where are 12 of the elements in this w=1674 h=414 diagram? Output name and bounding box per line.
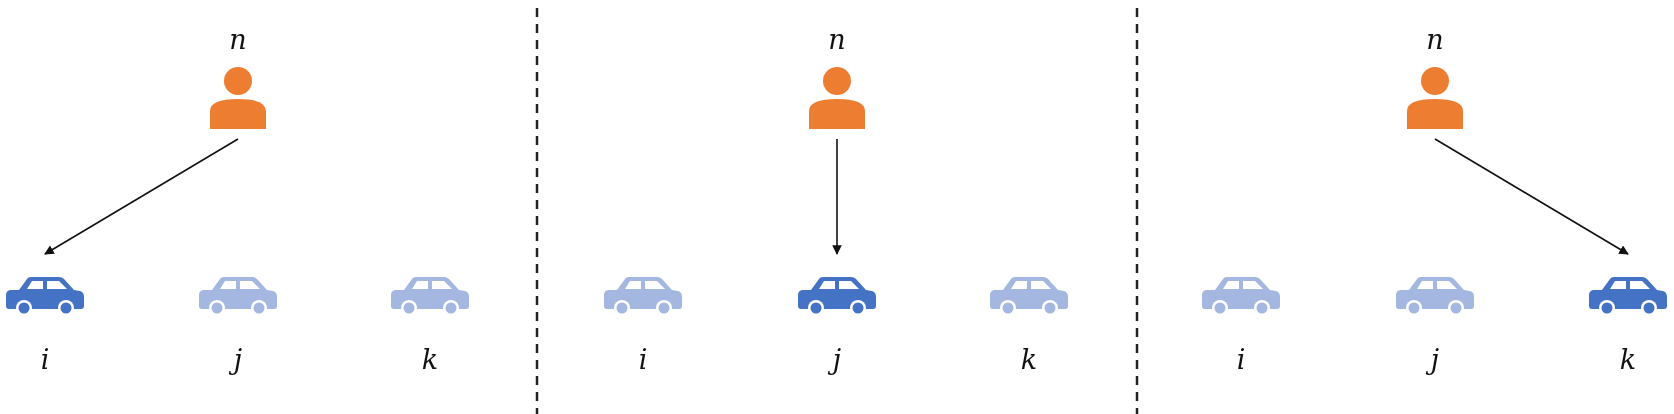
variable-label: n xyxy=(828,26,846,53)
variable-label: n xyxy=(229,26,247,53)
variable-label: i xyxy=(40,346,50,373)
variable-label: k xyxy=(1619,346,1637,373)
variable-label: i xyxy=(638,346,648,373)
variable-label: i xyxy=(1236,346,1246,373)
variable-label: k xyxy=(1020,346,1038,373)
variable-label: n xyxy=(1426,26,1444,53)
arrow xyxy=(44,138,239,255)
variable-label: k xyxy=(421,346,439,373)
arrow xyxy=(832,138,842,255)
arrow xyxy=(1434,138,1629,255)
